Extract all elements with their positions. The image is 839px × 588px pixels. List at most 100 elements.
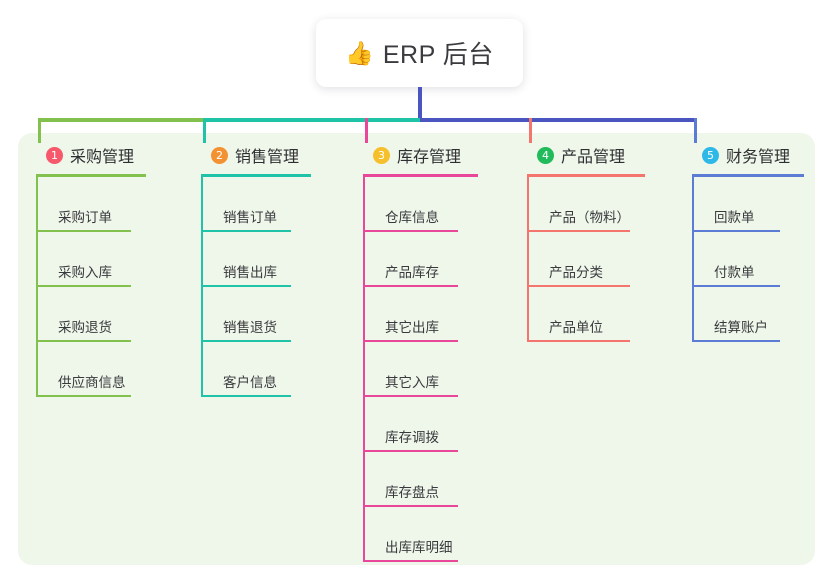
column-items-2: 销售订单销售出库销售退货客户信息: [201, 177, 311, 397]
leaf-node[interactable]: 产品分类: [527, 232, 645, 287]
leaf-node-label: 供应商信息: [58, 375, 126, 390]
leaf-node-rule: [363, 285, 458, 287]
leaf-node-label: 其它出库: [385, 320, 439, 335]
leaf-node[interactable]: 产品（物料）: [527, 177, 645, 232]
column-drop-1: [38, 118, 41, 143]
leaf-node[interactable]: 采购入库: [36, 232, 146, 287]
column-header-2[interactable]: 2 销售管理: [201, 143, 311, 167]
leaf-node-rule: [201, 285, 291, 287]
leaf-node-label: 库存盘点: [385, 485, 439, 500]
column-采购管理: 1 采购管理采购订单采购入库采购退货供应商信息: [36, 143, 146, 397]
leaf-node[interactable]: 回款单: [692, 177, 804, 232]
column-title-label: 销售管理: [235, 149, 300, 166]
column-header-rule-1: [36, 174, 146, 177]
column-spine-1: [36, 177, 38, 397]
column-销售管理: 2 销售管理销售订单销售出库销售退货客户信息: [201, 143, 311, 397]
leaf-node-rule: [692, 230, 780, 232]
column-drop-2: [203, 118, 206, 143]
leaf-node[interactable]: 客户信息: [201, 342, 311, 397]
leaf-node-rule: [363, 395, 458, 397]
column-spine-5: [692, 177, 694, 342]
leaf-node-label: 产品（物料）: [549, 210, 630, 225]
leaf-node[interactable]: 销售出库: [201, 232, 311, 287]
leaf-node-rule: [363, 230, 458, 232]
leaf-node-rule: [36, 395, 131, 397]
column-badge-2: 2: [211, 146, 228, 164]
column-spine-2: [201, 177, 203, 397]
leaf-node[interactable]: 库存调拨: [363, 397, 478, 452]
leaf-node-label: 采购退货: [58, 320, 112, 335]
column-items-4: 产品（物料） 产品分类产品单位: [527, 177, 645, 342]
leaf-node[interactable]: 销售退货: [201, 287, 311, 342]
column-badge-5: 5: [702, 146, 719, 164]
column-items-1: 采购订单采购入库采购退货供应商信息: [36, 177, 146, 397]
root-stem: [418, 87, 422, 120]
leaf-node[interactable]: 其它出库: [363, 287, 478, 342]
leaf-node[interactable]: 产品库存: [363, 232, 478, 287]
column-title-label: 采购管理: [70, 149, 135, 166]
column-header-rule-2: [201, 174, 311, 177]
column-header-rule-4: [527, 174, 645, 177]
leaf-node-rule: [527, 230, 630, 232]
column-header-5[interactable]: 5 财务管理: [692, 143, 804, 167]
thumbs-up-icon: 👍: [345, 39, 374, 66]
bus-segment-indigo: [420, 118, 696, 122]
leaf-node[interactable]: 供应商信息: [36, 342, 146, 397]
leaf-node-label: 销售订单: [223, 210, 277, 225]
leaf-node-label: 采购订单: [58, 210, 112, 225]
column-drop-3: [365, 118, 368, 143]
leaf-node-rule: [363, 340, 458, 342]
diagram-background-panel: [18, 133, 815, 565]
leaf-node[interactable]: 采购订单: [36, 177, 146, 232]
leaf-node-label: 产品分类: [549, 265, 603, 280]
bus-segment-teal: [203, 118, 420, 122]
leaf-node[interactable]: 结算账户: [692, 287, 804, 342]
leaf-node-label: 库存调拨: [385, 430, 439, 445]
column-badge-3: 3: [373, 146, 390, 164]
leaf-node-rule: [527, 340, 630, 342]
column-header-rule-3: [363, 174, 478, 177]
leaf-node-rule: [363, 450, 458, 452]
leaf-node-label: 销售退货: [223, 320, 277, 335]
column-drop-4: [529, 118, 532, 143]
leaf-node-label: 出库库明细: [385, 540, 453, 555]
leaf-node[interactable]: 销售订单: [201, 177, 311, 232]
column-items-5: 回款单付款单结算账户: [692, 177, 804, 342]
leaf-node[interactable]: 采购退货: [36, 287, 146, 342]
leaf-node[interactable]: 出库库明细: [363, 507, 478, 562]
leaf-node-rule: [363, 560, 458, 562]
leaf-node-label: 付款单: [714, 265, 755, 280]
leaf-node-rule: [36, 230, 131, 232]
column-drop-5: [694, 118, 697, 143]
leaf-node-label: 产品库存: [385, 265, 439, 280]
leaf-node-label: 销售出库: [223, 265, 277, 280]
leaf-node-label: 采购入库: [58, 265, 112, 280]
column-header-rule-5: [692, 174, 804, 177]
leaf-node-label: 仓库信息: [385, 210, 439, 225]
leaf-node-label: 其它入库: [385, 375, 439, 390]
leaf-node-rule: [36, 285, 131, 287]
column-badge-4: 4: [537, 146, 554, 164]
root-node-label: ERP 后台: [382, 41, 494, 69]
leaf-node-rule: [36, 340, 131, 342]
leaf-node-rule: [692, 285, 780, 287]
leaf-node-rule: [363, 505, 458, 507]
column-badge-1: 1: [46, 146, 63, 164]
leaf-node[interactable]: 库存盘点: [363, 452, 478, 507]
column-header-1[interactable]: 1 采购管理: [36, 143, 146, 167]
leaf-node[interactable]: 付款单: [692, 232, 804, 287]
root-node-erp-backend[interactable]: 👍 ERP 后台: [316, 19, 523, 87]
leaf-node-rule: [527, 285, 630, 287]
leaf-node-rule: [692, 340, 780, 342]
column-items-3: 仓库信息产品库存其它出库其它入库库存调拨库存盘点出库库明细: [363, 177, 478, 562]
leaf-node-rule: [201, 395, 291, 397]
leaf-node[interactable]: 仓库信息: [363, 177, 478, 232]
column-title-label: 财务管理: [726, 149, 791, 166]
leaf-node[interactable]: 其它入库: [363, 342, 478, 397]
leaf-node[interactable]: 产品单位: [527, 287, 645, 342]
column-spine-4: [527, 177, 529, 342]
leaf-node-rule: [201, 230, 291, 232]
